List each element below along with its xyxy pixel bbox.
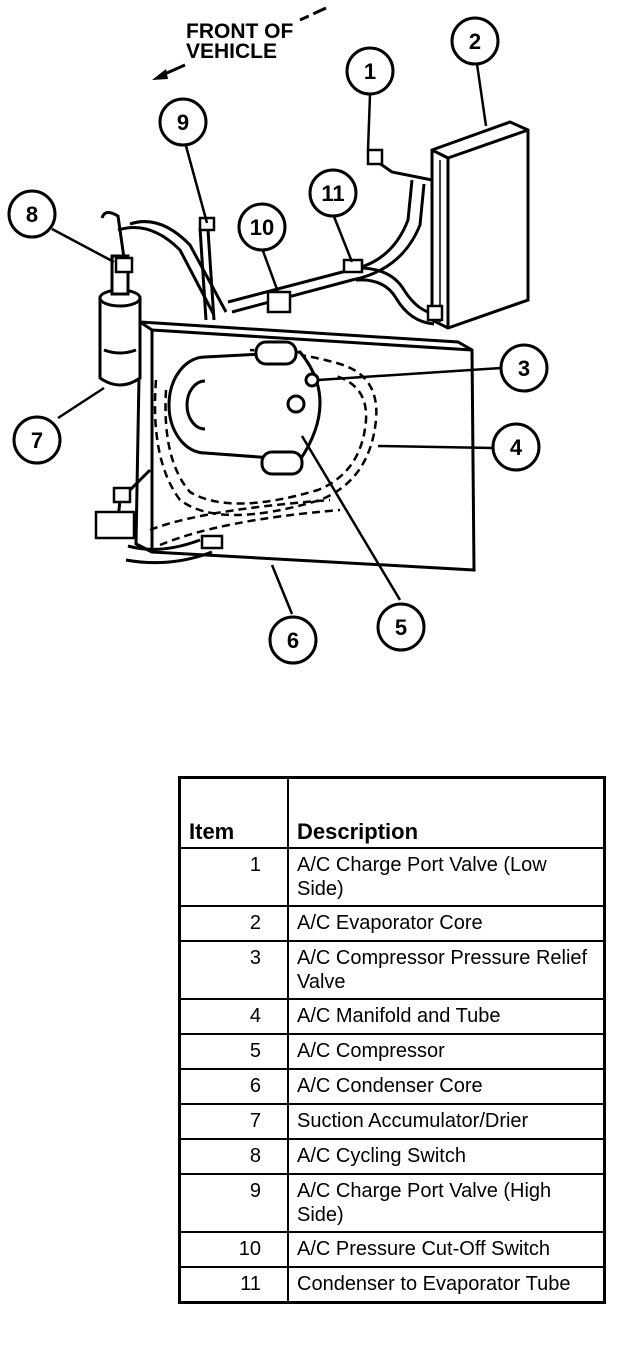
item-description: A/C Evaporator Core <box>287 905 606 942</box>
callout-2: 2 <box>450 16 500 66</box>
callout-10: 10 <box>237 202 287 252</box>
ac-system-diagram: FRONT OF VEHICLE <box>7 6 549 665</box>
svg-text:8: 8 <box>26 202 38 227</box>
hidden-lines <box>149 348 378 547</box>
item-number: 5 <box>178 1033 289 1070</box>
callout-7: 7 <box>12 415 62 465</box>
callout-1: 1 <box>345 46 395 96</box>
callout-3: 3 <box>499 343 549 393</box>
front-label-line2: VEHICLE <box>186 40 277 63</box>
table-header-row: Item Description <box>178 776 606 849</box>
callout-8: 8 <box>7 189 57 239</box>
item-number: 9 <box>178 1173 289 1233</box>
svg-text:4: 4 <box>510 435 523 460</box>
svg-text:3: 3 <box>518 356 530 381</box>
header-item: Item <box>178 776 289 849</box>
callout-9: 9 <box>158 97 208 147</box>
suction-accumulator <box>98 254 142 387</box>
fittings <box>94 148 444 550</box>
direction-arrow-icon <box>152 69 168 80</box>
compressor <box>167 340 322 476</box>
item-number: 1 <box>178 847 289 907</box>
item-number: 8 <box>178 1138 289 1175</box>
item-number: 10 <box>178 1231 289 1268</box>
item-description: A/C Cycling Switch <box>287 1138 606 1175</box>
svg-text:1: 1 <box>364 59 376 84</box>
callout-5: 5 <box>376 602 426 652</box>
leader-lines <box>51 63 502 615</box>
item-number: 7 <box>178 1103 289 1140</box>
item-description: Suction Accumulator/Drier <box>287 1103 606 1140</box>
callout-6: 6 <box>268 615 318 665</box>
item-description: A/C Manifold and Tube <box>287 998 606 1035</box>
item-description: A/C Condenser Core <box>287 1068 606 1105</box>
callout-11: 11 <box>308 168 358 218</box>
svg-text:5: 5 <box>395 615 407 640</box>
item-number: 3 <box>178 940 289 1000</box>
evaporator-core <box>430 120 530 330</box>
front-of-vehicle-indicator: FRONT OF VEHICLE <box>152 6 327 80</box>
item-number: 4 <box>178 998 289 1035</box>
item-description: A/C Charge Port Valve (Low Side) <box>287 847 606 907</box>
svg-text:10: 10 <box>250 215 274 240</box>
svg-text:11: 11 <box>321 181 344 206</box>
svg-text:2: 2 <box>469 29 481 54</box>
svg-text:9: 9 <box>177 110 189 135</box>
item-description: A/C Compressor <box>287 1033 606 1070</box>
callouts: 1 2 3 4 5 6 7 8 9 10 11 <box>7 16 549 665</box>
item-description: A/C Charge Port Valve (High Side) <box>287 1173 606 1233</box>
item-number: 11 <box>178 1266 289 1303</box>
item-number: 6 <box>178 1068 289 1105</box>
front-label-line1: FRONT OF <box>186 20 293 43</box>
item-description: A/C Compressor Pressure Relief Valve <box>287 940 606 1000</box>
svg-text:7: 7 <box>31 428 43 453</box>
header-description: Description <box>287 776 606 849</box>
callout-4: 4 <box>491 422 541 472</box>
item-number: 2 <box>178 905 289 942</box>
item-description: Condenser to Evaporator Tube <box>287 1266 606 1303</box>
item-description: A/C Pressure Cut-Off Switch <box>287 1231 606 1268</box>
svg-text:6: 6 <box>287 628 299 653</box>
